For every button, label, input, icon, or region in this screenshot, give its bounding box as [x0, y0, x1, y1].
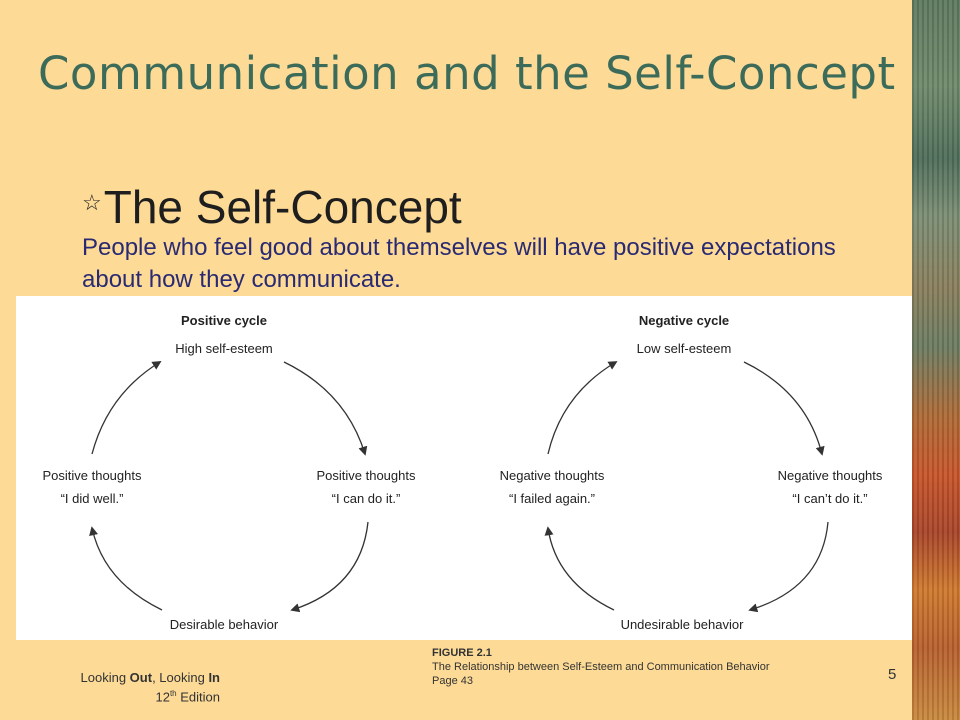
positive-arrow-right-to-bottom	[290, 521, 369, 613]
figure-caption-text: The Relationship between Self-Esteem and…	[432, 661, 770, 673]
positive-cycle-top-label: High self-esteem	[175, 341, 273, 356]
negative-cycle-bottom-label: Undesirable behavior	[621, 617, 745, 632]
positive-cycle-bottom-label: Desirable behavior	[170, 617, 279, 632]
negative-cycle-right-quote: “I can’t do it.”	[792, 491, 867, 506]
footer-word-2: Out	[129, 670, 153, 685]
subheading: The Self-Concept	[103, 181, 462, 233]
body-text: People who feel good about themselves wi…	[82, 234, 836, 293]
footer-word-1: Looking	[80, 670, 130, 685]
figure-panel: Positive cycle High self-esteem Positive…	[16, 296, 912, 640]
footer-word-4: In	[208, 670, 220, 685]
negative-arrow-top-to-right	[743, 361, 825, 456]
figure-caption: FIGURE 2.1 The Relationship between Self…	[432, 646, 872, 688]
footer-edition-suffix: th	[169, 689, 177, 698]
negative-cycle-top-label: Low self-esteem	[637, 341, 732, 356]
negative-cycle-right-title: Negative thoughts	[778, 468, 883, 483]
positive-cycle-heading: Positive cycle	[181, 313, 267, 328]
positive-arrow-bottom-to-left	[89, 526, 163, 611]
positive-cycle-left-title: Positive thoughts	[42, 468, 142, 483]
cycle-diagram: Positive cycle High self-esteem Positive…	[42, 313, 883, 632]
negative-arrow-left-to-top	[547, 361, 618, 455]
slide-title: Communication and the Self-Concept	[38, 47, 896, 100]
footer-edition-number: 12	[155, 689, 170, 705]
positive-cycle-left-quote: “I did well.”	[61, 491, 124, 506]
negative-cycle-heading: Negative cycle	[639, 313, 729, 328]
decorative-side-strip	[912, 0, 960, 720]
hollow-star-icon: ☆	[82, 190, 102, 215]
negative-cycle-left-quote: “I failed again.”	[509, 491, 595, 506]
positive-arrow-left-to-top	[91, 361, 162, 455]
positive-cycle: Positive cycle High self-esteem Positive…	[42, 313, 416, 632]
footer-edition-word: Edition	[176, 689, 220, 705]
page-number: 5	[888, 666, 897, 683]
footer-book-title: Looking Out, Looking In 12th Edition	[30, 670, 220, 705]
positive-cycle-right-quote: “I can do it.”	[332, 491, 401, 506]
figure-label: FIGURE 2.1	[432, 647, 492, 659]
subheading-row: ☆ The Self-Concept	[82, 180, 462, 234]
negative-cycle-left-title: Negative thoughts	[500, 468, 605, 483]
negative-cycle: Negative cycle Low self-esteem Negative …	[500, 313, 883, 632]
footer-word-3: , Looking	[152, 670, 209, 685]
positive-cycle-right-title: Positive thoughts	[316, 468, 416, 483]
negative-arrow-right-to-bottom	[748, 521, 829, 613]
negative-arrow-bottom-to-left	[544, 526, 615, 611]
figure-page-ref: Page 43	[432, 675, 473, 687]
positive-arrow-top-to-right	[283, 361, 368, 456]
